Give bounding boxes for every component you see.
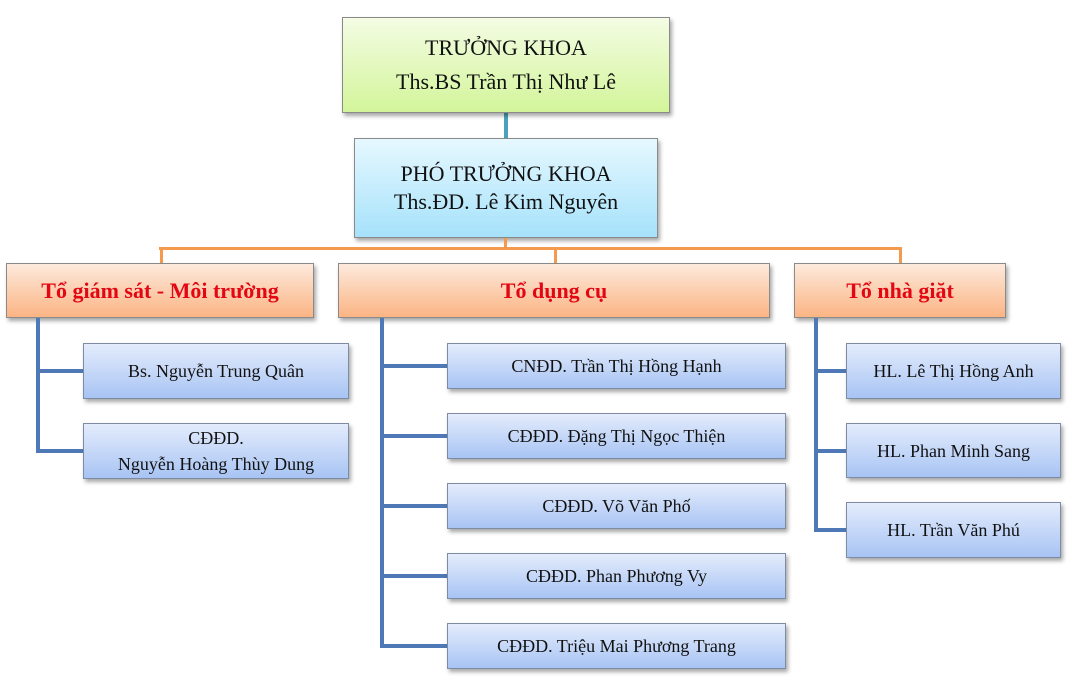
connector-member xyxy=(814,369,846,373)
connector-group-drop xyxy=(160,248,163,263)
member-name: CĐĐD. xyxy=(188,428,244,448)
connector-group-drop xyxy=(554,248,557,263)
member-name: CĐĐD. Triệu Mai Phương Trang xyxy=(497,636,736,656)
group-label: Tổ nhà giặt xyxy=(846,277,954,303)
member-box: CĐĐD. Nguyễn Hoàng Thùy Dung xyxy=(83,423,349,479)
head-box: TRƯỞNG KHOA Ths.BS Trần Thị Như Lê xyxy=(342,17,670,113)
connector-member xyxy=(814,528,846,532)
member-name: Nguyễn Hoàng Thùy Dung xyxy=(117,454,315,474)
member-name: CĐĐD. Đặng Thị Ngọc Thiện xyxy=(507,426,726,446)
member-name: CĐĐD. Phan Phương Vy xyxy=(526,566,707,586)
head-title: TRƯỞNG KHOA xyxy=(425,35,587,60)
connector-member xyxy=(380,644,447,648)
connector-group-vertical xyxy=(814,318,818,532)
connector-member xyxy=(36,369,83,373)
connector-groups-bar xyxy=(159,247,902,250)
deputy-box: PHÓ TRƯỞNG KHOA Ths.ĐD. Lê Kim Nguyên xyxy=(354,138,658,238)
connector-member xyxy=(380,504,447,508)
member-name: CĐĐD. Võ Văn Phố xyxy=(542,496,691,516)
member-box: CĐĐD. Phan Phương Vy xyxy=(447,553,786,599)
member-box: CĐĐD. Triệu Mai Phương Trang xyxy=(447,623,786,669)
member-box: CĐĐD. Võ Văn Phố xyxy=(447,483,786,529)
group-label: Tổ dụng cụ xyxy=(500,277,608,303)
member-name: Bs. Nguyễn Trung Quân xyxy=(127,361,305,381)
member-name: HL. Phan Minh Sang xyxy=(877,440,1030,461)
member-box: HL. Lê Thị Hồng Anh xyxy=(846,343,1061,399)
connector-group-vertical xyxy=(36,318,40,453)
head-name: Ths.BS Trần Thị Như Lê xyxy=(396,69,616,94)
member-name: CNĐD. Trần Thị Hồng Hạnh xyxy=(511,356,722,376)
group-box: Tổ giám sát - Môi trường xyxy=(6,263,314,318)
member-box: HL. Phan Minh Sang xyxy=(846,423,1061,478)
group-box: Tổ dụng cụ xyxy=(338,263,770,318)
member-name: HL. Lê Thị Hồng Anh xyxy=(873,361,1034,381)
connector-member xyxy=(380,434,447,438)
member-box: HL. Trần Văn Phú xyxy=(846,502,1061,558)
member-box: CNĐD. Trần Thị Hồng Hạnh xyxy=(447,343,786,389)
connector-member xyxy=(380,574,447,578)
connector-group-vertical xyxy=(380,318,384,648)
group-box: Tổ nhà giặt xyxy=(794,263,1006,318)
connector-deputy-down xyxy=(504,238,507,250)
deputy-title: PHÓ TRƯỞNG KHOA xyxy=(400,161,612,186)
connector-member xyxy=(380,364,447,368)
member-name: HL. Trần Văn Phú xyxy=(887,520,1020,540)
deputy-name: Ths.ĐD. Lê Kim Nguyên xyxy=(393,189,619,214)
connector-group-drop xyxy=(899,248,902,263)
connector-head-deputy xyxy=(504,113,508,138)
member-box: CĐĐD. Đặng Thị Ngọc Thiện xyxy=(447,413,786,459)
member-box: Bs. Nguyễn Trung Quân xyxy=(83,343,349,399)
connector-member xyxy=(814,448,846,453)
group-label: Tổ giám sát - Môi trường xyxy=(41,277,279,303)
connector-member xyxy=(36,449,83,453)
